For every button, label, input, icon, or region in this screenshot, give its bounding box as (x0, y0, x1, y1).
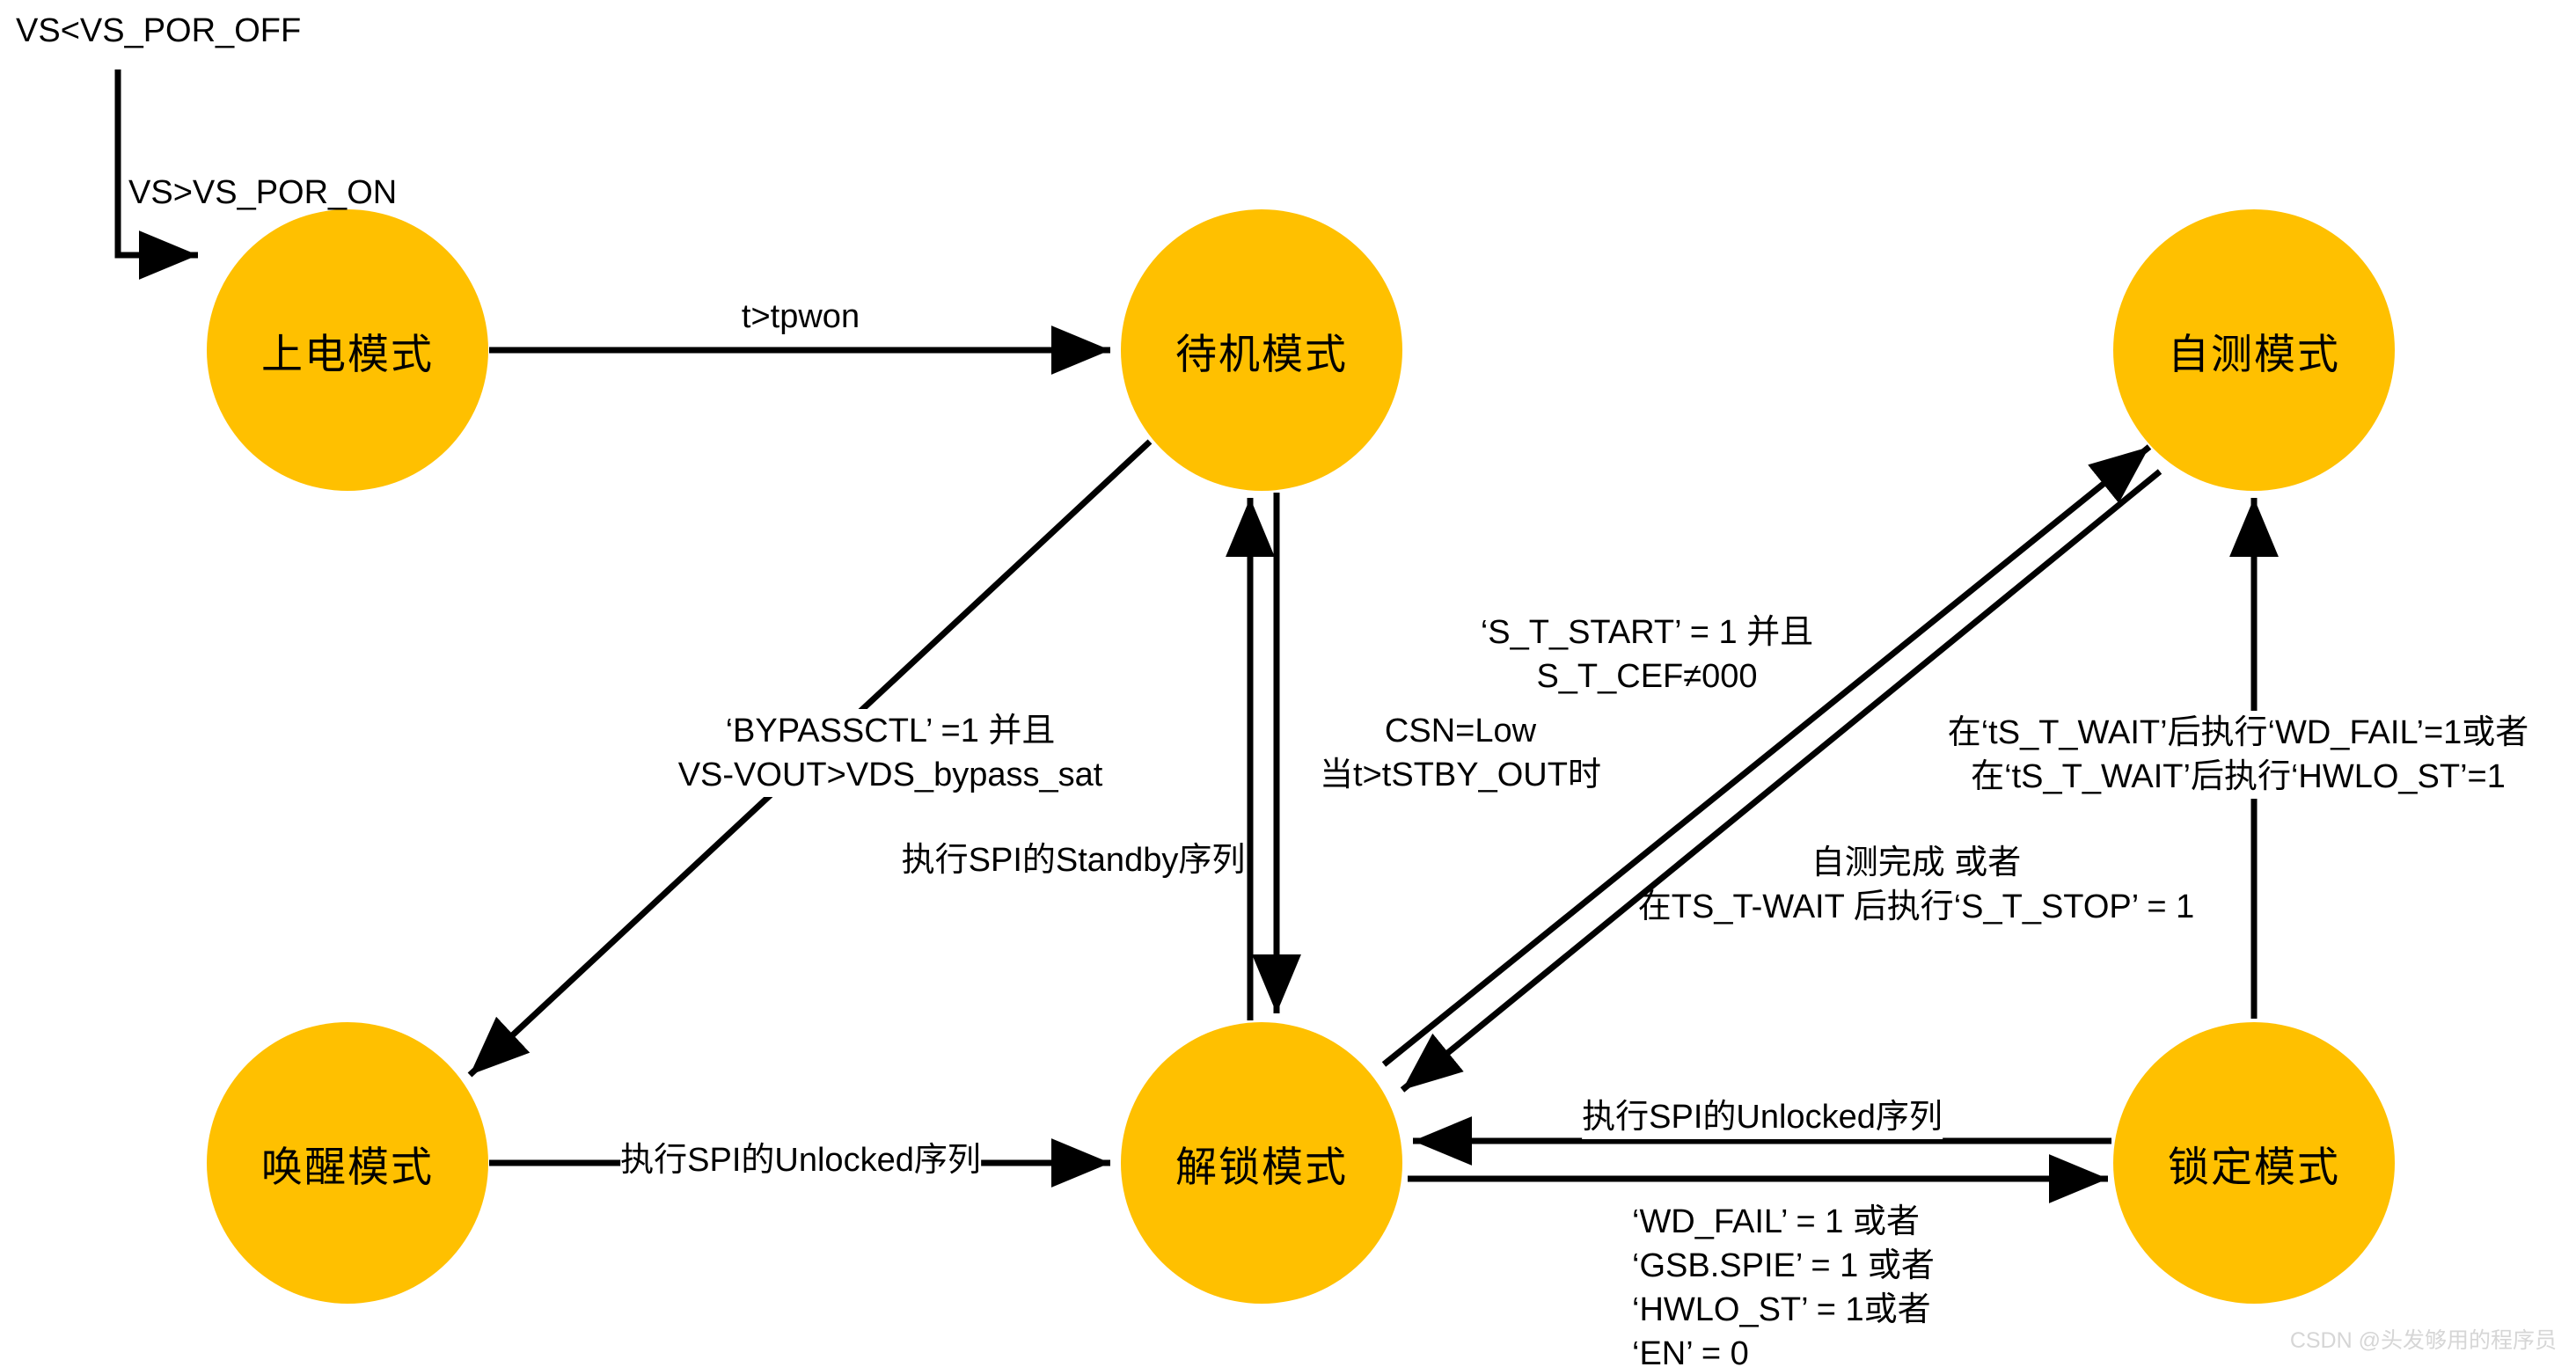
edge-label-unlocked-sequence-right: 执行SPI的Unlocked序列 (1582, 1095, 1943, 1140)
edge-label-st-done-line2: 在TS_T-WAIT 后执行‘S_T_STOP’ = 1 (1637, 888, 2195, 926)
node-label-wakeup-mode: 唤醒模式 (261, 1143, 434, 1190)
node-label-unlocked-mode: 解锁模式 (1175, 1143, 1348, 1190)
edge-label-vs-por-on: VS>VS_POR_ON (128, 174, 398, 211)
edge-label-csn-low: CSN=Low 当t>tSTBY_OUT时 (1320, 709, 1601, 797)
node-label-standby-mode: 待机模式 (1175, 330, 1348, 377)
edge-label-st-done-line1: 自测完成 或者 (1811, 844, 2022, 881)
node-power-on-mode[interactable]: 上电模式 (207, 209, 488, 491)
edge-label-bypass-line2: VS-VOUT>VDS_bypass_sat (677, 757, 1103, 794)
node-selftest-mode[interactable]: 自测模式 (2113, 209, 2395, 491)
edge-label-lock-cond-line4: ‘EN’ = 0 (1632, 1335, 1749, 1367)
edge-label-csn-low-line1: CSN=Low (1384, 713, 1537, 749)
edge-label-wait-fail-line1: 在‘tS_T_WAIT’后执行‘WD_FAIL’=1或者 (1947, 714, 2529, 751)
edge-label-lock-conditions: ‘WD_FAIL’ = 1 或者 ‘GSB.SPIE’ = 1 或者 ‘HWLO… (1632, 1200, 1935, 1367)
edge-label-csn-low-line2: 当t>tSTBY_OUT时 (1320, 757, 1601, 794)
edge-por-entry (114, 69, 198, 280)
edge-label-bypass-condition: ‘BYPASSCTL’ =1 并且 VS-VOUT>VDS_bypass_sat (677, 709, 1103, 798)
edge-label-vs-por-off: VS<VS_POR_OFF (16, 12, 302, 49)
edge-label-wait-fail: 在‘tS_T_WAIT’后执行‘WD_FAIL’=1或者 在‘tS_T_WAIT… (1947, 711, 2529, 800)
edge-label-lock-cond-line1: ‘WD_FAIL’ = 1 或者 (1632, 1203, 1920, 1240)
node-unlocked-mode[interactable]: 解锁模式 (1121, 1022, 1402, 1304)
edge-label-bypass-line1: ‘BYPASSCTL’ =1 并且 (725, 713, 1056, 749)
node-label-locked-mode: 锁定模式 (2168, 1143, 2340, 1190)
edge-label-st-start-line2: S_T_CEF≠000 (1536, 658, 1758, 696)
edge-label-standby-sequence: 执行SPI的Standby序列 (901, 838, 1246, 883)
edge-label-wait-fail-line2: 在‘tS_T_WAIT’后执行‘HWLO_ST’=1 (1971, 758, 2506, 796)
edge-label-lock-cond-line3: ‘HWLO_ST’ = 1或者 (1632, 1291, 1931, 1329)
edge-label-unlocked-sequence-left: 执行SPI的Unlocked序列 (620, 1138, 981, 1183)
edge-label-st-start-line1: ‘S_T_START’ = 1 并且 (1480, 614, 1814, 651)
node-wakeup-mode[interactable]: 唤醒模式 (207, 1022, 488, 1304)
edge-selftest-to-unlocked (1400, 469, 2163, 1093)
watermark: CSDN @头发够用的程序员 (2289, 1328, 2557, 1353)
node-label-power-on-mode: 上电模式 (261, 330, 434, 377)
node-locked-mode[interactable]: 锁定模式 (2113, 1022, 2395, 1304)
edge-label-lock-cond-line2: ‘GSB.SPIE’ = 1 或者 (1632, 1247, 1935, 1285)
edge-label-selftest-done: 自测完成 或者 在TS_T-WAIT 后执行‘S_T_STOP’ = 1 (1638, 841, 2194, 929)
edge-unlocked-to-selftest (1381, 444, 2152, 1067)
node-standby-mode[interactable]: 待机模式 (1121, 209, 1402, 491)
edge-label-selftest-start: ‘S_T_START’ = 1 并且 S_T_CEF≠000 (1481, 610, 1813, 698)
edge-label-t-tpwon: t>tpwon (741, 298, 860, 335)
node-label-selftest-mode: 自测模式 (2168, 330, 2340, 377)
